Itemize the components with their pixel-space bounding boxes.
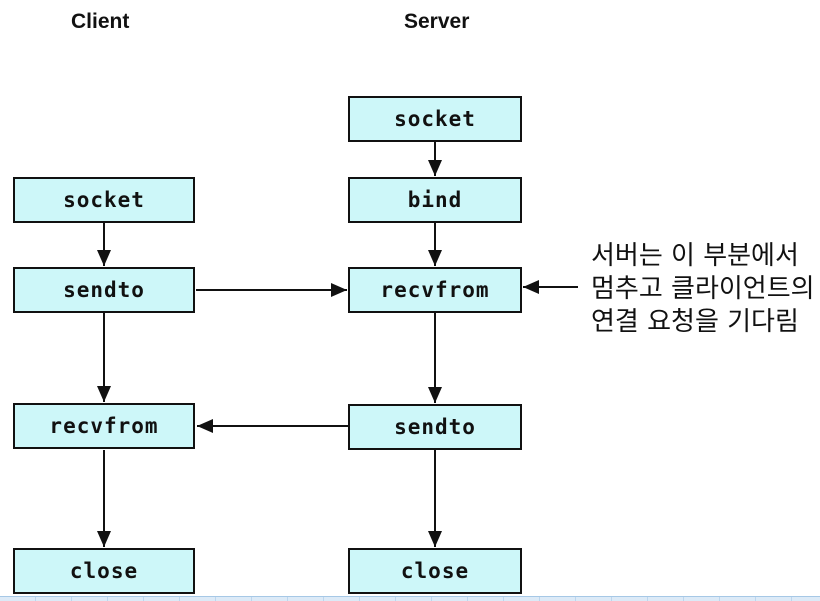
annotation-line-3: 연결 요청을 기다림 xyxy=(591,307,799,337)
server-recvfrom-box: recvfrom xyxy=(348,267,522,313)
client-recvfrom-box: recvfrom xyxy=(13,403,195,449)
server-sendto-box: sendto xyxy=(348,404,522,450)
client-sendto-box: sendto xyxy=(13,267,195,313)
server-column-heading: Server xyxy=(404,10,470,33)
server-socket-box: socket xyxy=(348,96,522,142)
client-close-box: close xyxy=(13,548,195,594)
annotation-line-1: 서버는 이 부분에서 xyxy=(591,241,799,271)
server-wait-annotation: 서버는 이 부분에서 멈추고 클라이언트의 연결 요청을 기다림 xyxy=(591,240,815,339)
bottom-edge-strip xyxy=(0,596,820,601)
server-bind-box: bind xyxy=(348,177,522,223)
client-column-heading: Client xyxy=(71,10,130,33)
client-socket-box: socket xyxy=(13,177,195,223)
server-close-box: close xyxy=(348,548,522,594)
annotation-line-2: 멈추고 클라이언트의 xyxy=(591,274,815,304)
